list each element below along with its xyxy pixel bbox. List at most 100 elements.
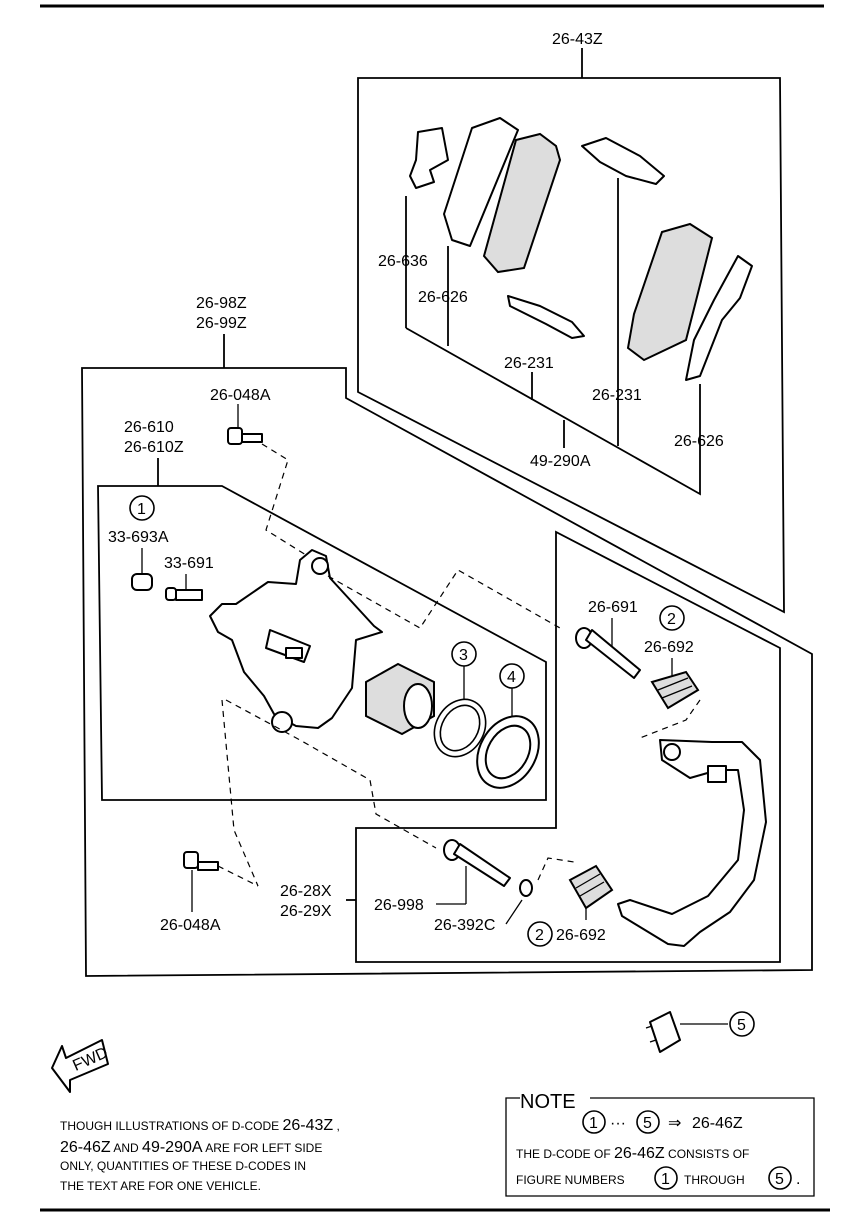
piston-seal-part [433, 698, 487, 758]
label-26-636: 26-636 [378, 253, 428, 270]
bushing-part [519, 879, 533, 897]
dash-bolt-bottom [221, 699, 259, 887]
label-26-231-right: 26-231 [592, 387, 642, 404]
label-26-98z: 26-98Z [196, 295, 247, 312]
label-26-28x: 26-28X [280, 883, 332, 900]
footnote-line3: ONLY, QUANTITIES OF THESE D-CODES IN [60, 1159, 306, 1173]
footnote-l2b: AND [111, 1141, 142, 1155]
note-num1: 1 [661, 1171, 670, 1188]
callout-1: 1 [137, 501, 146, 518]
label-26-692-top: 26-692 [644, 639, 694, 656]
outer-pad-part [482, 132, 562, 274]
label-33-693a: 33-693A [108, 529, 169, 546]
callout-1-circle [129, 495, 155, 521]
footnote-line1: THOUGH ILLUSTRATIONS OF D-CODE 26-43Z , [60, 1117, 340, 1134]
bolt-bottom-part [183, 851, 219, 871]
footnote-l1c: , [333, 1119, 340, 1133]
footnote-l2d: ARE FOR LEFT SIDE [203, 1141, 323, 1155]
footnote-l2c: 49-290A [142, 1139, 203, 1156]
label-26-610: 26-610 [124, 419, 174, 436]
callout-2-top-circle [659, 605, 685, 631]
pin-boot-bottom-part [568, 864, 614, 910]
note-range-to-circle [636, 1110, 660, 1134]
grease-pack-part [645, 1011, 681, 1053]
shim-626-right-part [685, 255, 753, 381]
label-33-691: 33-691 [164, 555, 214, 572]
label-26-231-center: 26-231 [504, 355, 554, 372]
note-l2c: CONSISTS OF [665, 1147, 750, 1161]
callout-2-bottom-circle [527, 921, 553, 947]
upper-clip-part [581, 137, 665, 185]
fwd-arrow-icon: FWD [51, 1039, 111, 1093]
footnote-l2a: 26-46Z [60, 1139, 111, 1156]
dash-bolt-top [261, 443, 315, 561]
label-26-048a-top: 26-048A [210, 387, 271, 404]
pad-set-frame [405, 327, 701, 496]
label-26-692-bottom: 26-692 [556, 927, 606, 944]
footnote-l1b: 26-43Z [282, 1117, 333, 1134]
dash-boot-top [639, 699, 701, 739]
note-box [505, 1097, 815, 1197]
dash-boot-bottom [537, 857, 575, 881]
lower-clip-part [507, 295, 585, 339]
footnote-l1a: THOUGH ILLUSTRATIONS OF D-CODE [60, 1119, 282, 1133]
label-26-43z: 26-43Z [552, 31, 603, 48]
caliper-body-frame [97, 485, 547, 801]
bleeder-screw-part [165, 587, 203, 601]
label-26-626-right: 26-626 [674, 433, 724, 450]
note-num2-circle [768, 1166, 792, 1190]
bolt-top-part [227, 427, 263, 445]
bracket-frame [355, 530, 781, 963]
footnote-line4: THE TEXT ARE FOR ONE VEHICLE. [60, 1179, 261, 1193]
mounting-bracket-part [617, 739, 767, 947]
callout-2-bottom: 2 [535, 927, 544, 944]
dash-pin-top [327, 569, 561, 629]
note-line3-a: FIGURE NUMBERS [516, 1173, 625, 1187]
callout-5-circle [729, 1011, 755, 1037]
note-range-to: 5 [643, 1115, 652, 1132]
guide-pin-top-part [575, 627, 641, 679]
note-num2: 5 [775, 1171, 784, 1188]
note-range-from: 1 [589, 1115, 598, 1132]
note-num1-circle [654, 1166, 678, 1190]
label-26-99z: 26-99Z [196, 315, 247, 332]
label-26-626-left: 26-626 [418, 289, 468, 306]
label-26-048a-bottom: 26-048A [160, 917, 221, 934]
note-line2: THE D-CODE OF 26-46Z CONSISTS OF [516, 1145, 749, 1162]
note-line3-b: THROUGH [684, 1173, 745, 1187]
note-title: NOTE [520, 1091, 576, 1113]
caliper-housing-part [209, 549, 383, 733]
pin-boot-top-part [650, 670, 700, 710]
shim-626-left-part [443, 117, 519, 247]
note-range-from-circle [582, 1110, 606, 1134]
caliper-assy-frame [81, 367, 813, 977]
leader-bushing [505, 899, 523, 925]
pad-kit-frame [357, 77, 785, 614]
inner-pad-part [626, 222, 714, 362]
label-26-29x: 26-29X [280, 903, 332, 920]
note-range-dots: ··· [610, 1115, 626, 1132]
bleeder-cap-part [131, 573, 153, 591]
guide-pin-bottom-part [443, 839, 511, 887]
label-26-691: 26-691 [588, 599, 638, 616]
piston-boot-inner [484, 724, 532, 780]
note-l2a: THE D-CODE OF [516, 1147, 614, 1161]
piston-seal-inner [439, 704, 481, 752]
label-26-998: 26-998 [374, 897, 424, 914]
footnote-line2: 26-46Z AND 49-290A ARE FOR LEFT SIDE [60, 1139, 322, 1156]
piston-part [365, 662, 435, 736]
dash-bolt-bottom-2 [217, 865, 259, 887]
callout-5: 5 [737, 1017, 746, 1034]
label-26-392c: 26-392C [434, 917, 495, 934]
note-range-code: 26-46Z [692, 1115, 743, 1132]
label-49-290a: 49-290A [530, 453, 591, 470]
outer-shim-part [409, 127, 449, 189]
callout-3: 3 [459, 647, 468, 664]
note-arrow: ⇒ [668, 1115, 681, 1132]
note-line3-end: . [796, 1171, 800, 1188]
dash-pin-bottom [225, 699, 437, 849]
callout-2-top: 2 [667, 611, 676, 628]
note-l2b: 26-46Z [614, 1145, 665, 1162]
callout-4: 4 [507, 669, 516, 686]
